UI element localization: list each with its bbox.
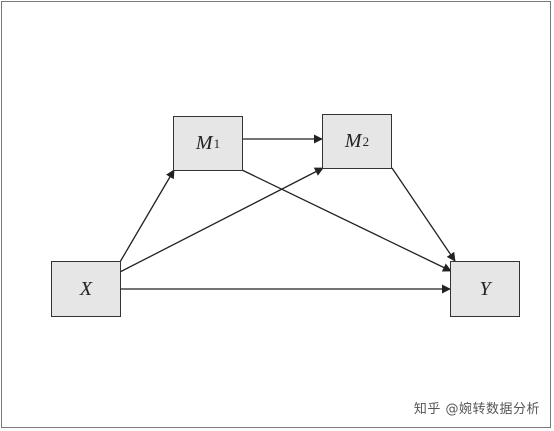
node-y-label: Y xyxy=(479,277,491,300)
node-m2-subscript: 2 xyxy=(362,133,370,149)
node-x-label: X xyxy=(79,277,93,300)
arrow-x-to-m2 xyxy=(119,167,324,273)
node-x: X xyxy=(51,261,121,317)
node-m1-subscript: 1 xyxy=(213,135,221,151)
arrow-m1-to-y xyxy=(241,169,452,272)
arrow-x-to-m1 xyxy=(119,169,175,263)
node-m2-label: M xyxy=(344,130,362,152)
arrow-m2-to-y xyxy=(391,167,456,262)
watermark-text: 知乎 @婉转数据分析 xyxy=(413,402,540,417)
node-m1-label: M xyxy=(195,132,213,154)
node-y: Y xyxy=(450,261,520,317)
